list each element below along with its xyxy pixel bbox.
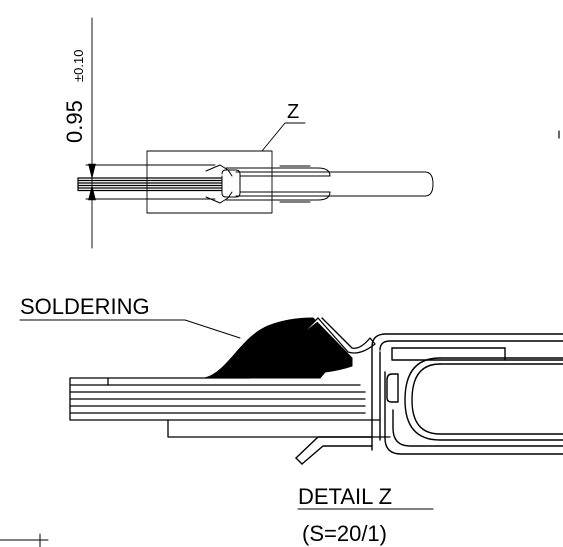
dimension-arrow-bottom — [88, 185, 96, 201]
board-layers-detail — [69, 377, 391, 438]
detail-z-leader — [261, 122, 306, 152]
detail-z-view — [0, 317, 563, 547]
frame-fragment — [0, 533, 49, 547]
detail-marker: Z — [287, 101, 299, 123]
detail-scale: (S=20/1) — [302, 521, 387, 546]
detail-z-box — [146, 150, 273, 214]
connector-small — [205, 164, 434, 204]
connector-detail — [295, 333, 563, 465]
board-layers-small — [77, 177, 223, 192]
solder-fillet — [204, 317, 353, 379]
dimension-tolerance: ±0.10 — [71, 50, 86, 82]
detail-title: DETAIL Z — [298, 484, 392, 509]
terminal-lead — [302, 317, 376, 354]
soldering-label: SOLDERING — [20, 294, 150, 319]
dimension-arrow-top — [88, 163, 96, 179]
side-view-small — [77, 17, 560, 249]
soldering-leader — [19, 319, 241, 339]
dimension-value: 0.95 — [62, 100, 87, 143]
